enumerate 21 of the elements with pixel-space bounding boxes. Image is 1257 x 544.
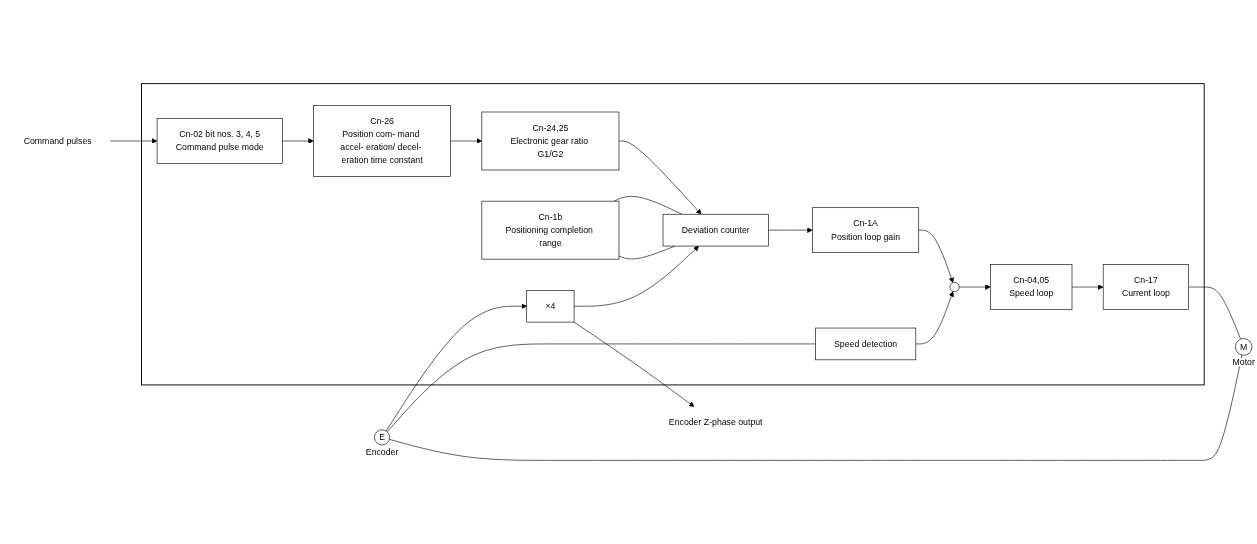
node-text: Encoder Z-phase output bbox=[668, 417, 763, 428]
node-box: Cn-26 Position com- mand accel- eration/ decel- eration time constant bbox=[313, 105, 451, 177]
connector bbox=[613, 196, 683, 215]
cluster bbox=[141, 83, 1205, 386]
node-box: Cn-1A Position loop gain bbox=[812, 207, 920, 253]
node-box: Cn-17 Current loop bbox=[1102, 264, 1189, 310]
node-box: Cn-24,25 Electronic gear ratio G1/G2 bbox=[481, 111, 620, 171]
connector bbox=[386, 343, 816, 433]
node-box: ×4 bbox=[526, 290, 575, 323]
node-circle bbox=[949, 282, 960, 293]
node-box: Cn-02 bit nos. 3, 4, 5 Command pulse mode bbox=[156, 118, 283, 164]
node-box: Cn-1b Positioning completion range bbox=[481, 200, 620, 260]
node-label: Encoder bbox=[365, 446, 399, 457]
node-label: Motor bbox=[1232, 357, 1255, 368]
node-box: Cn-04,05 Speed loop bbox=[990, 264, 1073, 310]
node-circle: E bbox=[374, 429, 390, 446]
connector bbox=[1188, 286, 1241, 340]
node-circle: M bbox=[1235, 338, 1253, 356]
node-box: Speed detection bbox=[815, 327, 917, 361]
node-text: Command pulses bbox=[23, 135, 92, 146]
node-box: Deviation counter bbox=[662, 213, 769, 247]
